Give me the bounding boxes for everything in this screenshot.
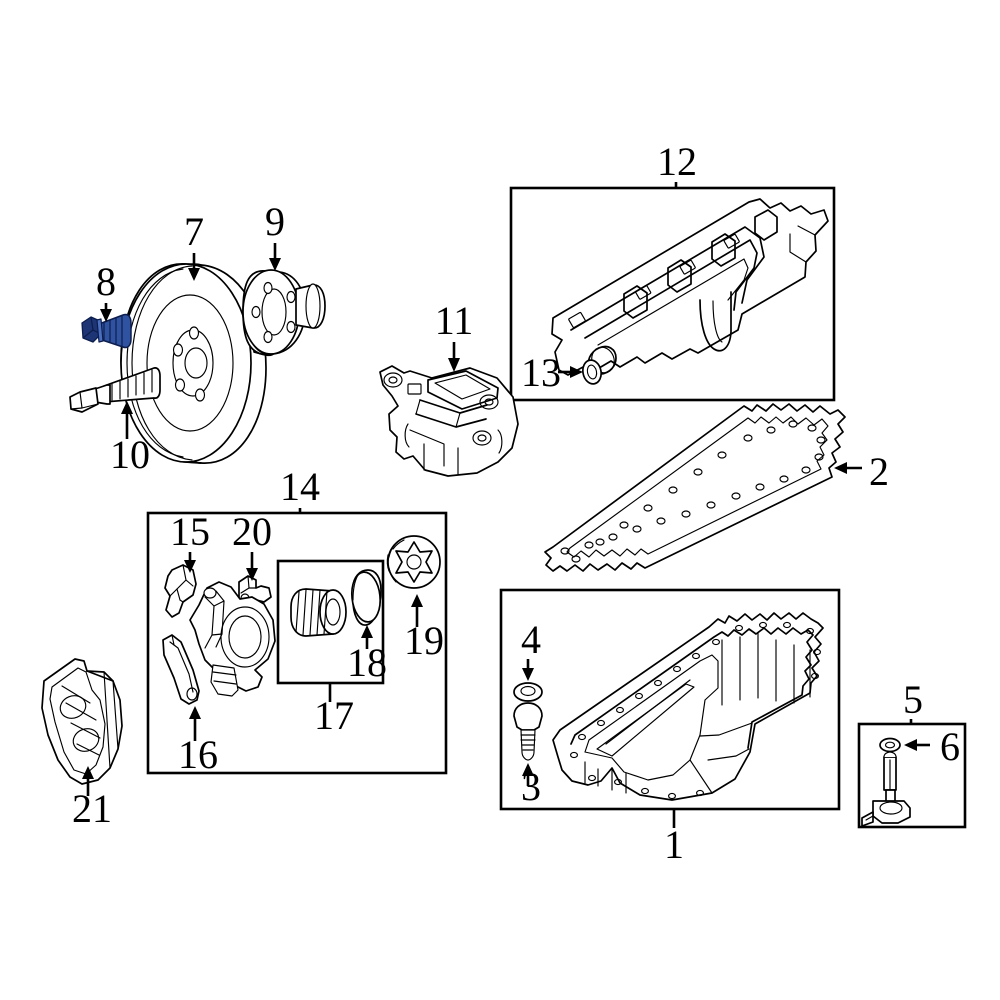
arrowhead-7 [188, 268, 200, 281]
arrowhead-11 [448, 358, 460, 372]
callout-label-2[interactable]: 2 [869, 449, 889, 494]
callout-label-18[interactable]: 18 [347, 640, 387, 685]
callout-label-14[interactable]: 14 [280, 464, 320, 509]
callout-label-8[interactable]: 8 [96, 259, 116, 304]
part-pulley-bolt-highlighted[interactable] [81, 313, 132, 349]
arrowhead-19 [411, 594, 423, 607]
callout-label-19[interactable]: 19 [404, 618, 444, 663]
arrowhead-9 [269, 258, 281, 271]
callout-numbers: 1 2 3 4 5 6 7 8 9 10 11 12 13 14 15 16 1… [72, 139, 960, 867]
arrowhead-21 [82, 766, 94, 779]
part-crankshaft-pulley-hub[interactable] [242, 269, 326, 357]
arrowhead-13 [570, 366, 583, 378]
callout-label-13[interactable]: 13 [521, 350, 561, 395]
arrowhead-6 [904, 739, 917, 751]
arrowhead-8 [100, 309, 112, 322]
part-oil-filter-housing-body[interactable] [189, 581, 276, 697]
part-housing-bracket[interactable] [164, 564, 197, 618]
callout-label-17[interactable]: 17 [314, 693, 354, 738]
arrowhead-20 [246, 568, 258, 581]
part-oil-pan-gasket[interactable] [544, 403, 846, 572]
part-crankshaft-center-bolt[interactable] [69, 367, 161, 413]
callout-label-5[interactable]: 5 [903, 677, 923, 722]
part-crankshaft-pulley[interactable] [120, 263, 267, 464]
callout-label-11[interactable]: 11 [435, 298, 474, 343]
callout-label-4[interactable]: 4 [521, 617, 541, 662]
callout-label-1[interactable]: 1 [664, 822, 684, 867]
callout-label-12[interactable]: 12 [657, 139, 697, 184]
part-oil-filter-seal-cap[interactable] [349, 569, 382, 626]
callout-label-21[interactable]: 21 [72, 786, 112, 831]
arrowhead-2 [834, 462, 847, 474]
callout-label-15[interactable]: 15 [170, 509, 210, 554]
part-oil-filter-element[interactable] [290, 588, 347, 637]
callout-label-9[interactable]: 9 [265, 199, 285, 244]
arrowhead-4 [522, 668, 534, 681]
leader-lines [82, 182, 930, 828]
callout-label-16[interactable]: 16 [178, 732, 218, 777]
part-oil-pump-pickup-cover[interactable] [41, 658, 123, 785]
part-oil-pan[interactable] [552, 612, 824, 801]
callout-label-10[interactable]: 10 [110, 432, 150, 477]
arrowhead-18 [361, 625, 373, 638]
part-drain-plug-gasket[interactable] [513, 682, 543, 702]
part-oil-pan-baffle[interactable] [551, 198, 829, 376]
part-oil-drain-plug[interactable] [513, 702, 543, 761]
callout-label-20[interactable]: 20 [232, 509, 272, 554]
arrowhead-10 [121, 401, 133, 414]
callout-label-7[interactable]: 7 [184, 209, 204, 254]
part-oil-filter-cover-cap[interactable] [386, 535, 441, 589]
arrowhead-16 [189, 706, 201, 719]
part-housing-lever-arm[interactable] [162, 634, 200, 705]
callout-label-6[interactable]: 6 [940, 724, 960, 769]
arrowhead-3 [522, 763, 534, 776]
part-oil-level-sensor[interactable] [861, 751, 911, 827]
part-baffle-o-ring[interactable] [581, 358, 604, 385]
part-oil-level-sensor-o-ring[interactable] [879, 737, 901, 753]
part-oil-pump[interactable] [379, 365, 519, 477]
callout-label-3[interactable]: 3 [521, 764, 541, 809]
arrowhead-15 [184, 560, 196, 573]
